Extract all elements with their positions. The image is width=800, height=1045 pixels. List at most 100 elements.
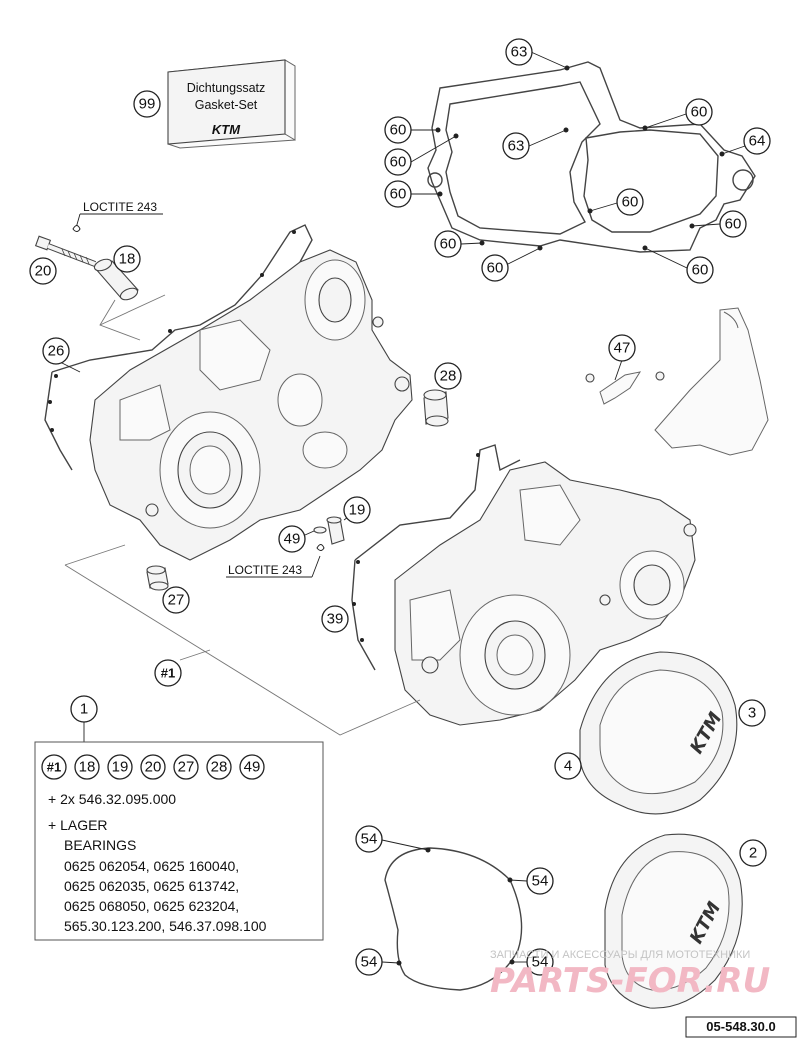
callout-54-d[interactable]: 54 — [512, 948, 554, 976]
svg-text:60: 60 — [692, 262, 709, 279]
crankcase-gasket-left — [44, 224, 313, 471]
info-lager: + LAGER — [48, 817, 108, 833]
callout-99[interactable]: 99 — [133, 90, 161, 118]
callout-39[interactable]: 39 — [321, 605, 349, 633]
callout-19[interactable]: 19 — [343, 496, 371, 524]
info-part-line-2: 0625 062035, 0625 613742, — [64, 878, 239, 894]
info-bearings: BEARINGS — [64, 837, 136, 853]
svg-text:60: 60 — [691, 104, 708, 121]
callout-60-d[interactable]: 60 — [434, 230, 483, 258]
svg-text:26: 26 — [48, 343, 65, 360]
callout-20[interactable]: 20 — [29, 257, 57, 285]
svg-text:4: 4 — [564, 758, 572, 775]
svg-text:39: 39 — [327, 611, 344, 628]
callout-54-a[interactable]: 54 — [355, 825, 429, 853]
svg-text:60: 60 — [390, 186, 407, 203]
svg-text:49: 49 — [284, 531, 301, 548]
bolt-20[interactable] — [34, 235, 97, 267]
watermark-logo: PARTS-FOR.RU — [490, 961, 770, 1001]
svg-text:60: 60 — [622, 194, 639, 211]
crankcase-gasket-top — [427, 61, 756, 253]
svg-text:99: 99 — [139, 96, 156, 113]
svg-text:54: 54 — [361, 831, 378, 848]
callout-26[interactable]: 26 — [42, 337, 81, 373]
svg-text:18: 18 — [119, 251, 136, 268]
info-item-19: 19 — [112, 759, 129, 776]
callout-4[interactable]: 4 — [554, 752, 582, 780]
crankcase-right-half[interactable] — [394, 461, 697, 726]
svg-text:19: 19 — [349, 502, 366, 519]
sleeve-28[interactable] — [423, 389, 449, 427]
callout-hash1[interactable]: #1 — [154, 659, 182, 687]
svg-text:2: 2 — [749, 845, 757, 862]
callout-1[interactable]: 1 — [70, 695, 98, 742]
callout-60-c[interactable]: 60 — [384, 180, 440, 208]
callout-64[interactable]: 64 — [721, 127, 771, 155]
info-box: #1 18 19 20 27 28 49 + 2x 546.32.095.000… — [34, 741, 324, 941]
callout-60-b[interactable]: 60 — [384, 135, 457, 176]
info-item-18: 18 — [79, 759, 96, 776]
callout-18[interactable]: 18 — [113, 245, 141, 273]
svg-text:54: 54 — [532, 954, 549, 971]
callout-3[interactable]: 3 — [738, 699, 766, 727]
info-item-49: 49 — [244, 759, 261, 776]
callout-63-mid[interactable]: 63 — [502, 129, 567, 160]
svg-text:#1: #1 — [161, 666, 175, 681]
info-item-27: 27 — [178, 759, 195, 776]
info-screws: + 2x 546.32.095.000 — [48, 791, 176, 807]
svg-text:60: 60 — [487, 260, 504, 277]
svg-text:05-548.30.0: 05-548.30.0 — [706, 1019, 775, 1034]
svg-text:47: 47 — [614, 340, 631, 357]
callout-27[interactable]: 27 — [162, 586, 190, 614]
callout-28[interactable]: 28 — [434, 362, 462, 390]
callout-60-i[interactable]: 60 — [644, 247, 714, 284]
clutch-cover-2[interactable]: KTM — [604, 833, 743, 1009]
info-part-line-1: 0625 062054, 0625 160040, — [64, 858, 239, 874]
callout-60-a[interactable]: 60 — [384, 116, 438, 144]
svg-text:20: 20 — [35, 263, 52, 280]
sleeve-27[interactable] — [146, 565, 169, 591]
crankcase-left-half[interactable] — [89, 249, 413, 561]
callout-60-e[interactable]: 60 — [481, 247, 541, 282]
callout-49[interactable]: 49 — [278, 525, 315, 553]
callout-63-top[interactable]: 63 — [505, 38, 568, 69]
svg-text:60: 60 — [725, 216, 742, 233]
gasket-set-box[interactable]: Dichtungssatz Gasket-Set KTM — [167, 59, 296, 149]
svg-text:28: 28 — [440, 368, 457, 385]
callout-2[interactable]: 2 — [739, 839, 767, 867]
svg-text:54: 54 — [361, 954, 378, 971]
drawing-reference: 05-548.30.0 — [685, 1016, 797, 1038]
info-box-items: #1 18 19 20 27 28 49 — [41, 754, 265, 780]
info-item-20: 20 — [145, 759, 162, 776]
assembly-lines — [64, 294, 421, 736]
svg-text:27: 27 — [168, 592, 185, 609]
callout-54-b[interactable]: 54 — [509, 867, 554, 895]
ktm-logo: KTM — [212, 122, 241, 137]
svg-text:64: 64 — [749, 133, 766, 150]
callout-47[interactable]: 47 — [608, 334, 636, 381]
gasket-set-title: Dichtungssatz — [187, 81, 266, 95]
callout-60-h[interactable]: 60 — [691, 210, 747, 238]
loctite-drop-icon-lower — [316, 544, 325, 551]
watermark-tagline: ЗАПЧАСТИ И АКСЕССУАРЫ ДЛЯ МОТОТЕХНИКИ — [490, 949, 750, 961]
info-item-hash1: #1 — [47, 760, 61, 775]
crankcase-gasket-right — [351, 444, 521, 671]
loctite-drop-icon — [72, 225, 81, 232]
callout-54-c[interactable]: 54 — [355, 948, 400, 976]
svg-text:3: 3 — [748, 705, 756, 722]
svg-text:63: 63 — [511, 44, 528, 61]
callout-60-f[interactable]: 60 — [644, 98, 713, 129]
callout-60-g[interactable]: 60 — [589, 188, 644, 216]
svg-text:63: 63 — [508, 138, 525, 155]
washer-49[interactable] — [313, 526, 327, 534]
bolt-19[interactable] — [326, 516, 345, 545]
info-part-line-3: 0625 068050, 0625 623204, — [64, 898, 239, 914]
info-part-line-4: 565.30.123.200, 546.37.098.100 — [64, 918, 267, 934]
guide-bracket-47[interactable] — [585, 307, 769, 456]
sleeve-18[interactable] — [93, 257, 139, 302]
svg-text:60: 60 — [390, 154, 407, 171]
gasket-set-subtitle: Gasket-Set — [195, 98, 258, 112]
ignition-cover-3[interactable]: KTM — [579, 651, 738, 815]
loctite-label-lower: LOCTITE 243 — [228, 563, 302, 577]
